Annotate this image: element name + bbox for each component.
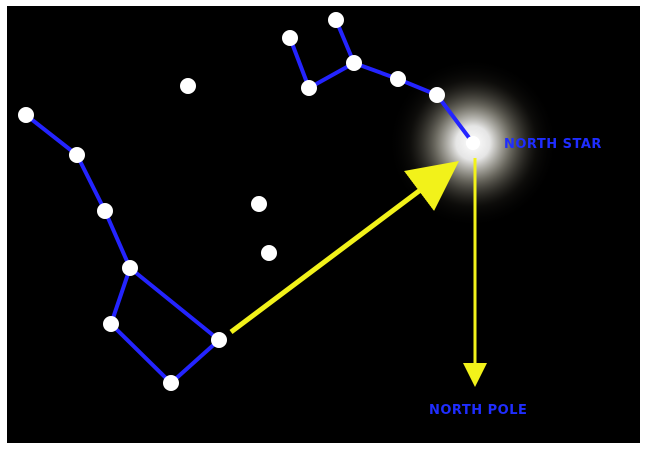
background-stars <box>180 78 277 261</box>
star <box>261 245 277 261</box>
star <box>282 30 298 46</box>
north-pole-label: NORTH POLE <box>429 403 527 418</box>
star <box>301 80 317 96</box>
star <box>103 316 119 332</box>
big-dipper-lines <box>26 115 219 383</box>
diagram-canvas <box>7 6 640 443</box>
north-star-label: NORTH STAR <box>504 137 602 152</box>
star <box>180 78 196 94</box>
star <box>429 87 445 103</box>
star <box>390 71 406 87</box>
star <box>163 375 179 391</box>
star <box>251 196 267 212</box>
night-sky-diagram: NORTH STAR NORTH POLE <box>7 6 640 443</box>
star <box>18 107 34 123</box>
star <box>122 260 138 276</box>
north-star <box>466 136 480 150</box>
star <box>97 203 113 219</box>
star <box>69 147 85 163</box>
star <box>211 332 227 348</box>
star <box>328 12 344 28</box>
star <box>346 55 362 71</box>
